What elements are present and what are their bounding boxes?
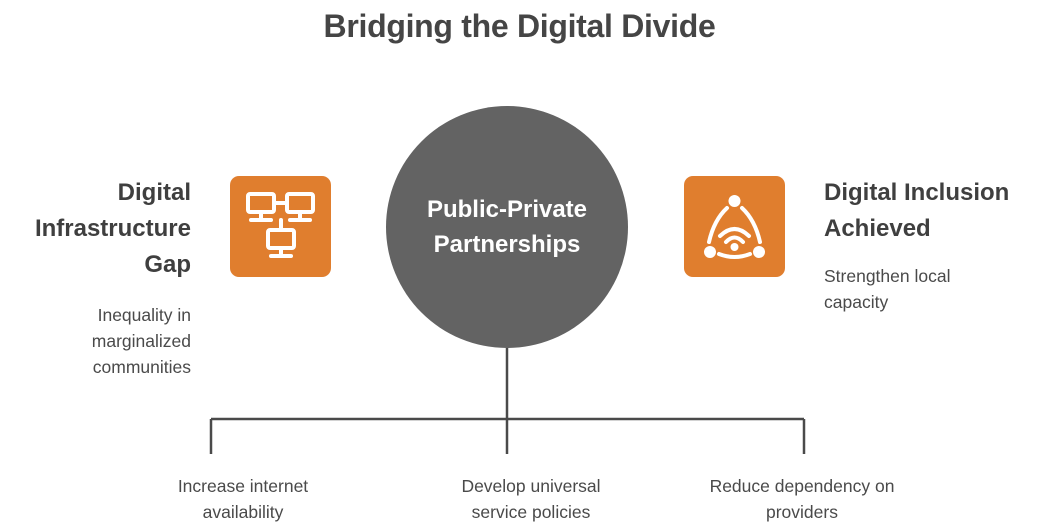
branch-label: Increase internet availability xyxy=(113,473,373,525)
left-heading: Digital Infrastructure Gap xyxy=(1,175,191,283)
left-heading-line: Gap xyxy=(144,251,191,278)
right-heading-line: Digital Inclusion xyxy=(824,179,1010,206)
branch-label: Develop universal service policies xyxy=(401,473,661,525)
branch-label-line: Develop universal xyxy=(461,476,601,496)
branch-label-line: Increase internet xyxy=(177,476,309,496)
page-title: Bridging the Digital Divide xyxy=(323,8,716,44)
left-description-line: communities xyxy=(92,357,191,377)
left-heading-line: Infrastructure xyxy=(34,215,191,242)
branch-label-line: Reduce dependency on xyxy=(709,476,895,496)
left-description-line: marginalized xyxy=(91,331,191,351)
branch-label: Reduce dependency on providers xyxy=(672,473,932,525)
community-wifi-icon xyxy=(684,176,785,277)
right-description-line: capacity xyxy=(824,292,889,312)
right-description: Strengthen local capacity xyxy=(824,263,1024,315)
branch-label-line: availability xyxy=(202,502,284,522)
center-circle: Public-Private Partnerships xyxy=(386,106,628,348)
left-heading-line: Digital xyxy=(117,179,191,206)
right-heading: Digital Inclusion Achieved xyxy=(824,175,1039,247)
center-label-line: Partnerships xyxy=(433,231,581,258)
branch-label-line: providers xyxy=(766,502,838,522)
left-description-line: Inequality in xyxy=(97,305,191,325)
center-label-line: Public-Private xyxy=(426,196,588,223)
left-description: Inequality in marginalized communities xyxy=(1,302,191,380)
branch-label-line: service policies xyxy=(471,502,591,522)
right-description-line: Strengthen local xyxy=(824,266,951,286)
center-label: Public-Private Partnerships xyxy=(397,192,617,262)
network-computers-icon xyxy=(230,176,331,277)
right-heading-line: Achieved xyxy=(824,215,931,242)
